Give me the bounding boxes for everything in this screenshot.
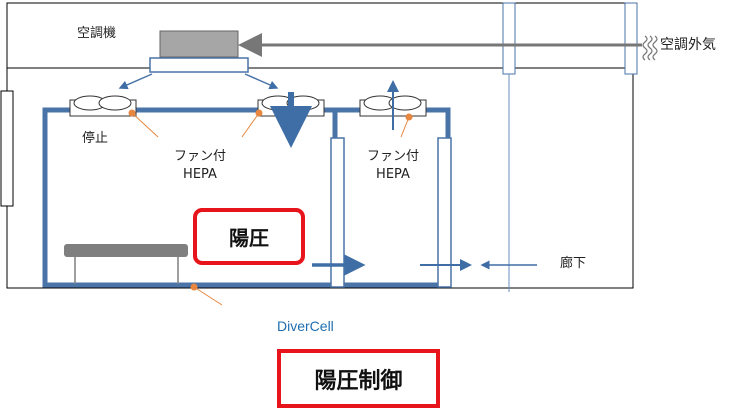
partition-door-left bbox=[330, 137, 345, 288]
divercell-label: DiverCell bbox=[277, 318, 334, 334]
positive-pressure-label: 陽圧 bbox=[229, 226, 269, 250]
wavy-air-icon bbox=[642, 35, 658, 61]
stopped-label: 停止 bbox=[82, 131, 109, 146]
supply-arrow-right bbox=[244, 73, 279, 90]
pillar-right bbox=[624, 2, 638, 75]
leader-lines bbox=[128, 109, 413, 306]
hepa-filter-icon bbox=[69, 95, 137, 117]
fan-hepa-right-label: ファン付 HEPA bbox=[353, 150, 433, 181]
corridor-label: 廊下 bbox=[560, 256, 587, 271]
fan-hepa-left-line1: ファン付 bbox=[173, 149, 226, 164]
fan-hepa-right-line2: HEPA bbox=[376, 167, 410, 182]
aircon-label: 空調機 bbox=[77, 26, 117, 41]
air-conditioner-base bbox=[149, 57, 249, 73]
positive-pressure-box: 陽圧 bbox=[193, 208, 305, 265]
partition-door-right bbox=[437, 137, 452, 288]
fan-hepa-left-label: ファン付 HEPA bbox=[160, 150, 240, 181]
fan-hepa-right-line1: ファン付 bbox=[366, 149, 419, 164]
bed-icon bbox=[64, 244, 188, 257]
outside-air-label: 空調外気 bbox=[660, 37, 716, 53]
fan-hepa-left-line2: HEPA bbox=[183, 167, 217, 182]
air-conditioner-icon bbox=[159, 30, 239, 58]
left-door bbox=[0, 90, 14, 207]
positive-pressure-control-label: 陽圧制御 bbox=[314, 368, 403, 394]
supply-arrow-left bbox=[118, 73, 153, 90]
positive-pressure-control-box: 陽圧制御 bbox=[277, 349, 440, 408]
pillar-left bbox=[502, 2, 516, 75]
